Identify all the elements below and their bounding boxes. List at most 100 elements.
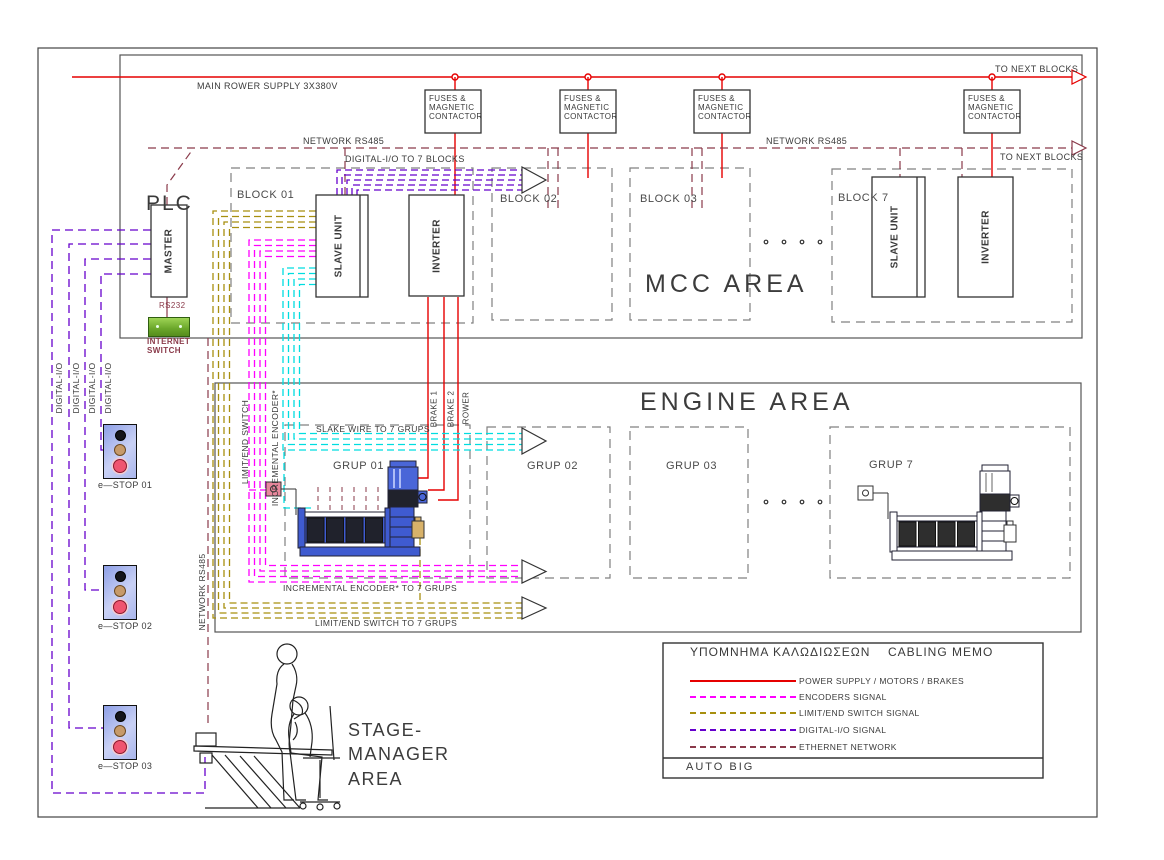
legend-encoders-label: ENCODERS SIGNAL (799, 692, 887, 702)
engine-area-box (214, 382, 1082, 633)
digital-io-vlabel-2: DIGITAL-I/O (71, 362, 81, 414)
estop-panel-3 (103, 705, 137, 760)
limit-switch-arrow (521, 596, 548, 620)
legend-title-english: CABLING MEMO (888, 645, 994, 659)
inverter-1-label: INVERTER (431, 219, 443, 273)
estop2-reset-button (114, 585, 126, 597)
digital-io-bundle (336, 169, 522, 195)
engine-area-title: ENGINE AREA (640, 388, 854, 416)
grup-02-label: GRUP 02 (527, 460, 579, 472)
legend-power-label: POWER SUPPLY / MOTORS / BRAKES (799, 676, 965, 686)
brake1-vlabel: BRAKE 1 (429, 390, 439, 428)
estop1-reset-button (114, 444, 126, 456)
rs485-arrow (1071, 140, 1088, 156)
grup-01-label: GRUP 01 (333, 460, 385, 472)
slave-inverter-boxes (315, 176, 1014, 298)
block-02-label: BLOCK 02 (500, 193, 558, 205)
digital-io-vlabel-3: DIGITAL-I/O (87, 362, 97, 414)
estop2-stop-button (113, 600, 127, 614)
fuse-contactor-boxes (424, 89, 1021, 134)
plc-master-label: MASTER (163, 228, 175, 274)
slave-unit-7-label: SLAVE UNIT (889, 205, 901, 269)
block-01-label: BLOCK 01 (237, 189, 295, 201)
digital-io-vlabel-4: DIGITAL-I/O (103, 362, 113, 414)
estop3-reset-button (114, 725, 126, 737)
limit-switch-bundle (212, 210, 522, 619)
estop-2-label: e—STOP 02 (98, 621, 153, 631)
slave-unit-1-label: SLAVE UNIT (333, 214, 345, 278)
drum-hanger-lines (317, 487, 379, 514)
internet-switch-label: INTERNET SWITCH (147, 337, 191, 356)
outer-frame (37, 47, 1098, 818)
ellipsis-dots (763, 239, 823, 505)
limit-bus-label: LIMIT/END SWITCH TO 7 GRUPS (315, 618, 458, 628)
encoder-arrow (521, 559, 548, 584)
legend-item-power: POWER SUPPLY / MOTORS / BRAKES (690, 676, 964, 686)
estop3-stop-button (113, 740, 127, 754)
fuse-label-2: FUSES & MAGNETIC CONTACTOR (564, 94, 618, 122)
fuse-label-3: FUSES & MAGNETIC CONTACTOR (698, 94, 752, 122)
stage-manager-title: STAGE- MANAGER AREA (348, 720, 450, 789)
estop-panel-2 (103, 565, 137, 620)
internet-switch (148, 317, 190, 337)
inverter-7-label: INVERTER (980, 210, 992, 264)
legend-digital-io-line (690, 729, 796, 731)
legend-item-limit: LIMIT/END SWITCH SIGNAL (690, 708, 920, 718)
slake-wire-arrow (521, 426, 548, 456)
legend-limit-label: LIMIT/END SWITCH SIGNAL (799, 708, 920, 718)
estop3-black-button (115, 711, 126, 722)
legend-ethernet-label: ETHERNET NETWORK (799, 742, 897, 752)
network-rs485-right-label: NETWORK RS485 (766, 136, 848, 146)
winch-grup01 (265, 460, 428, 557)
legend-item-digital-io: DIGITAL-I/O SIGNAL (690, 725, 886, 735)
legend-title-greek: ΥΠΟΜΝΗΜΑ ΚΑΛΩΔΙΩΣΕΩΝ (690, 645, 871, 659)
encoder-bus-label: INCREMENTAL ENCODER* TO 7 GRUPS (283, 583, 458, 593)
legend-digital-io-label: DIGITAL-I/O SIGNAL (799, 725, 887, 735)
brake2-vlabel: BRAKE 2 (446, 390, 456, 428)
digital-io-arrow (521, 165, 548, 195)
grup-7-label: GRUP 7 (869, 459, 914, 471)
rs232-label: RS232 (159, 301, 186, 310)
block-03-label: BLOCK 03 (640, 193, 698, 205)
grup-03-label: GRUP 03 (666, 460, 718, 472)
mcc-area-title: MCC AREA (645, 270, 808, 298)
power-bus (72, 69, 1088, 501)
legend-encoders-line (690, 696, 796, 698)
digital-io-vlabel-1: DIGITAL-I/O (54, 362, 64, 414)
limit-switch-vlabel: LIMIT/END SWITCH (240, 399, 250, 485)
plc-title: PLC (146, 192, 193, 215)
people-sketch (193, 643, 341, 811)
network-rs485-vlabel: NETWORK RS485 (197, 553, 207, 631)
legend-ethernet-line (690, 746, 796, 748)
estop-panel-1 (103, 424, 137, 479)
legend-footer: AUTO BIG (686, 761, 755, 773)
mcc-area-box (119, 54, 1083, 339)
estop-3-label: e—STOP 03 (98, 761, 153, 771)
block-boxes (230, 167, 1073, 324)
fuse-label-1: FUSES & MAGNETIC CONTACTOR (429, 94, 483, 122)
encoder-bundle (248, 239, 522, 583)
network-rs485-left-label: NETWORK RS485 (303, 136, 385, 146)
legend-limit-line (690, 712, 796, 714)
digital-io-trunk (51, 229, 206, 794)
legend-power-line (690, 680, 796, 682)
power-vlabel: ROWER (461, 391, 471, 425)
legend-box (662, 642, 1044, 779)
slake-wire-bundle (282, 267, 522, 509)
digital-io-to-blocks-label: DIGITAL-I/O TO 7 BLOCKS (345, 154, 465, 164)
grup-boxes (284, 424, 1071, 579)
estop-1-label: e—STOP 01 (98, 480, 153, 490)
rs485-network (148, 147, 1072, 727)
to-next-blocks-network-label: TO NEXT BLOCKS (1000, 152, 1084, 162)
winch-grup7 (857, 464, 1020, 561)
to-next-blocks-power-label: TO NEXT BLOCKS (995, 64, 1079, 74)
estop1-black-button (115, 430, 126, 441)
plc-master-box (150, 204, 188, 298)
incremental-encoder-vlabel: INCREMENTAL ENCODER* (270, 389, 280, 507)
main-power-label: MAIN ROWER SUPPLY 3X380V (197, 81, 338, 91)
legend-item-encoders: ENCODERS SIGNAL (690, 692, 887, 702)
legend-item-ethernet: ETHERNET NETWORK (690, 742, 897, 752)
fuse-label-4: FUSES & MAGNETIC CONTACTOR (968, 94, 1022, 122)
